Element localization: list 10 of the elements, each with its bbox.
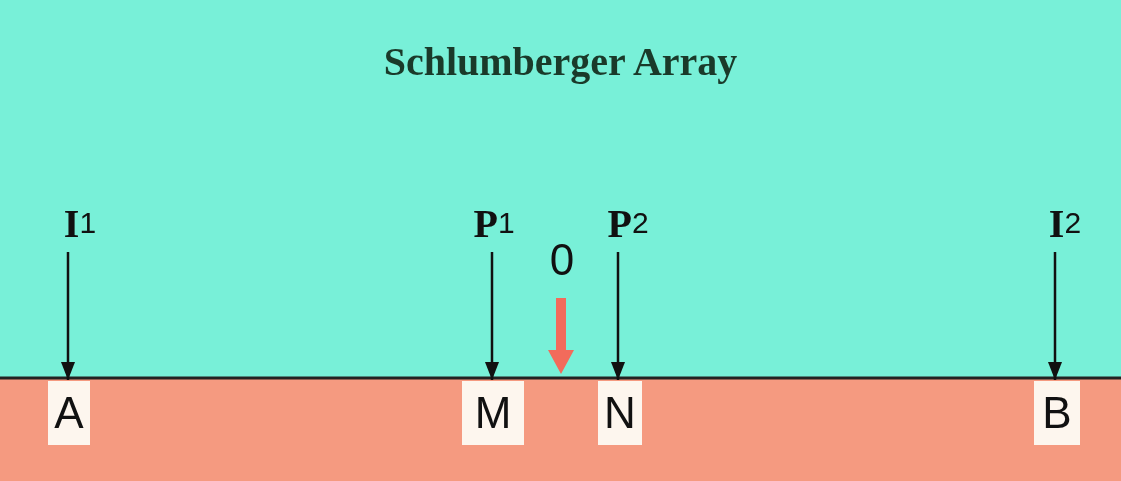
- diagram-title: Schlumberger Array: [382, 38, 739, 85]
- electrode-position-label: M: [462, 381, 524, 445]
- arrow: [1048, 252, 1062, 380]
- arrow: [611, 252, 625, 380]
- center-point-label: 0: [543, 232, 581, 288]
- arrow: [485, 252, 499, 380]
- arrow: [61, 252, 75, 380]
- electrode-position-label: A: [48, 381, 90, 445]
- electrode-position-label: B: [1034, 381, 1080, 445]
- electrode-position-label: N: [598, 381, 642, 445]
